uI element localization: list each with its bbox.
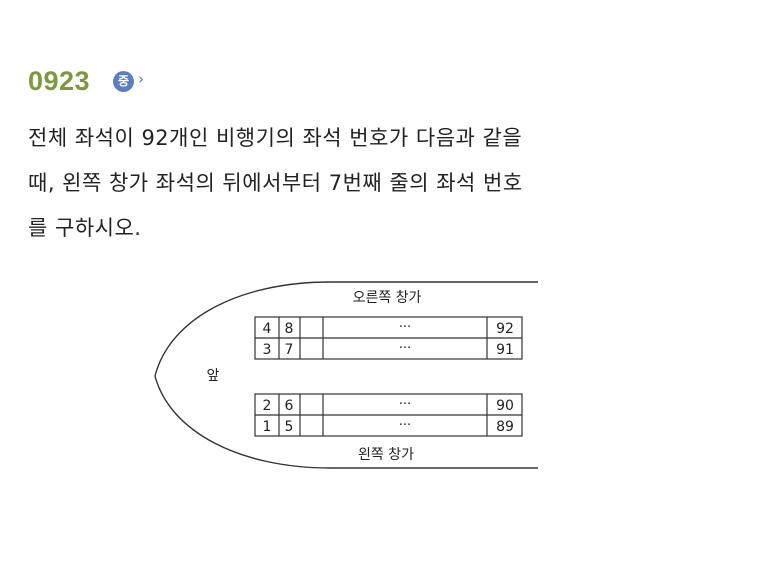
seat-number: 5 — [285, 419, 294, 435]
seat-number: 7 — [285, 342, 294, 358]
question-line: 때, 왼쪽 창가 좌석의 뒤에서부터 7번째 줄의 좌석 번호 — [28, 171, 523, 195]
seat-number: 4 — [263, 321, 272, 337]
seat-number: 2 — [263, 398, 272, 414]
front-label: 앞 — [207, 368, 220, 384]
question-text: 전체 좌석이 92개인 비행기의 좌석 번호가 다음과 같을 때, 왼쪽 창가 … — [28, 116, 688, 251]
difficulty-badge: 중 — [113, 71, 134, 92]
seat-number: 89 — [496, 419, 514, 435]
upper-seat-block — [254, 316, 523, 360]
seat-number: 91 — [496, 342, 514, 358]
question-line: 를 구하시오. — [28, 216, 142, 240]
chevron-right-icon: › — [138, 70, 144, 88]
ellipsis: ··· — [399, 418, 411, 433]
right-window-label: 오른쪽 창가 — [353, 290, 422, 306]
seat-number: 8 — [285, 321, 294, 337]
left-window-label: 왼쪽 창가 — [358, 447, 414, 463]
seat-number: 3 — [263, 342, 272, 358]
ellipsis: ··· — [399, 341, 411, 356]
seat-number: 92 — [496, 321, 514, 337]
seat-number: 90 — [496, 398, 514, 414]
problem-number: 0923 — [28, 66, 91, 96]
airplane-fuselage-outline — [154, 281, 538, 469]
ellipsis: ··· — [399, 397, 411, 412]
question-line: 전체 좌석이 92개인 비행기의 좌석 번호가 다음과 같을 — [28, 126, 523, 150]
seat-number: 1 — [263, 419, 272, 435]
seat-number: 6 — [285, 398, 294, 414]
ellipsis: ··· — [399, 320, 411, 335]
lower-seat-block — [254, 393, 523, 437]
